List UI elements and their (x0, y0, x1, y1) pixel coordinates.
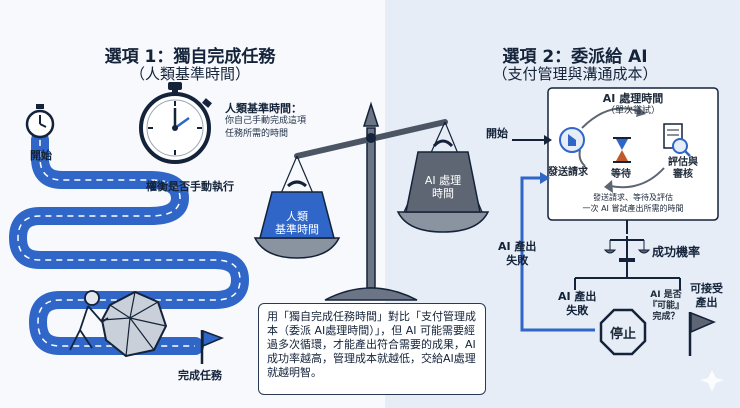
ai-box-note: 發送請求、等待及評估 一次 AI 嘗試產出所需的時間 (582, 193, 684, 213)
loop-fail-label: AI 產出 失敗 (498, 240, 537, 267)
right-subtitle: （支付管理與溝通成本） (492, 65, 658, 83)
ai-weight-icon (405, 139, 481, 213)
clock-desc-1: 你自己手動完成這項 (225, 116, 307, 126)
send-request-icon (559, 127, 585, 153)
stopwatch-icon (139, 82, 212, 164)
human-weight-icon (259, 180, 335, 239)
review-document-icon (663, 123, 691, 157)
wait-label: 等待 (611, 169, 631, 180)
person-pushing-icon (69, 290, 109, 351)
accept-flag-icon (688, 311, 716, 356)
right-start-label: 開始 (486, 127, 508, 140)
ai-box-subtitle: （單次嘗試） (605, 106, 660, 116)
accept-label: 可接受 產出 (690, 282, 723, 309)
question-label: AI 是否 『可能』 完成？ (648, 290, 685, 322)
small-stopwatch-icon (25, 104, 55, 139)
clock-desc-2: 任務所需的時間 (225, 129, 289, 139)
ai-weight-label: AI 處理 時間 (424, 174, 462, 200)
explanation-text: 用「獨自完成任務時間」對比「支付管理成本（委派 AI處理時間）」，但 AI 可能… (267, 310, 476, 379)
stop-label: 停止 (609, 327, 636, 342)
finish-flag-icon (200, 329, 225, 364)
stop-sign-icon (599, 308, 647, 356)
boulder-icon (100, 290, 168, 358)
review-label: 評估與 審核 (668, 157, 698, 180)
clock-title: 人類基準時間： (225, 102, 302, 115)
ai-box-title: AI 處理時間 (602, 92, 664, 105)
left-subtitle: （人類基準時間） (129, 65, 250, 83)
right-title: 選項 2：委派給 AI (502, 47, 648, 67)
success-scale-icon (603, 236, 651, 262)
success-rate-label: 成功機率 (652, 245, 701, 259)
finish-label: 完成任務 (178, 369, 222, 382)
hourglass-icon (613, 137, 631, 163)
explanation-bubble: 用「獨自完成任務時間」對比「支付管理成本（委派 AI處理時間）」，但 AI 可能… (258, 303, 486, 395)
fail-label: AI 產出 失敗 (558, 290, 597, 317)
send-label: 發送請求 (548, 167, 588, 178)
weigh-label: 權衡是否手動執行 (146, 180, 234, 193)
human-weight-label: 人類 基準時間 (275, 210, 319, 236)
left-start-label: 開始 (30, 149, 52, 162)
left-title: 選項 1：獨自完成任務 (104, 47, 276, 67)
